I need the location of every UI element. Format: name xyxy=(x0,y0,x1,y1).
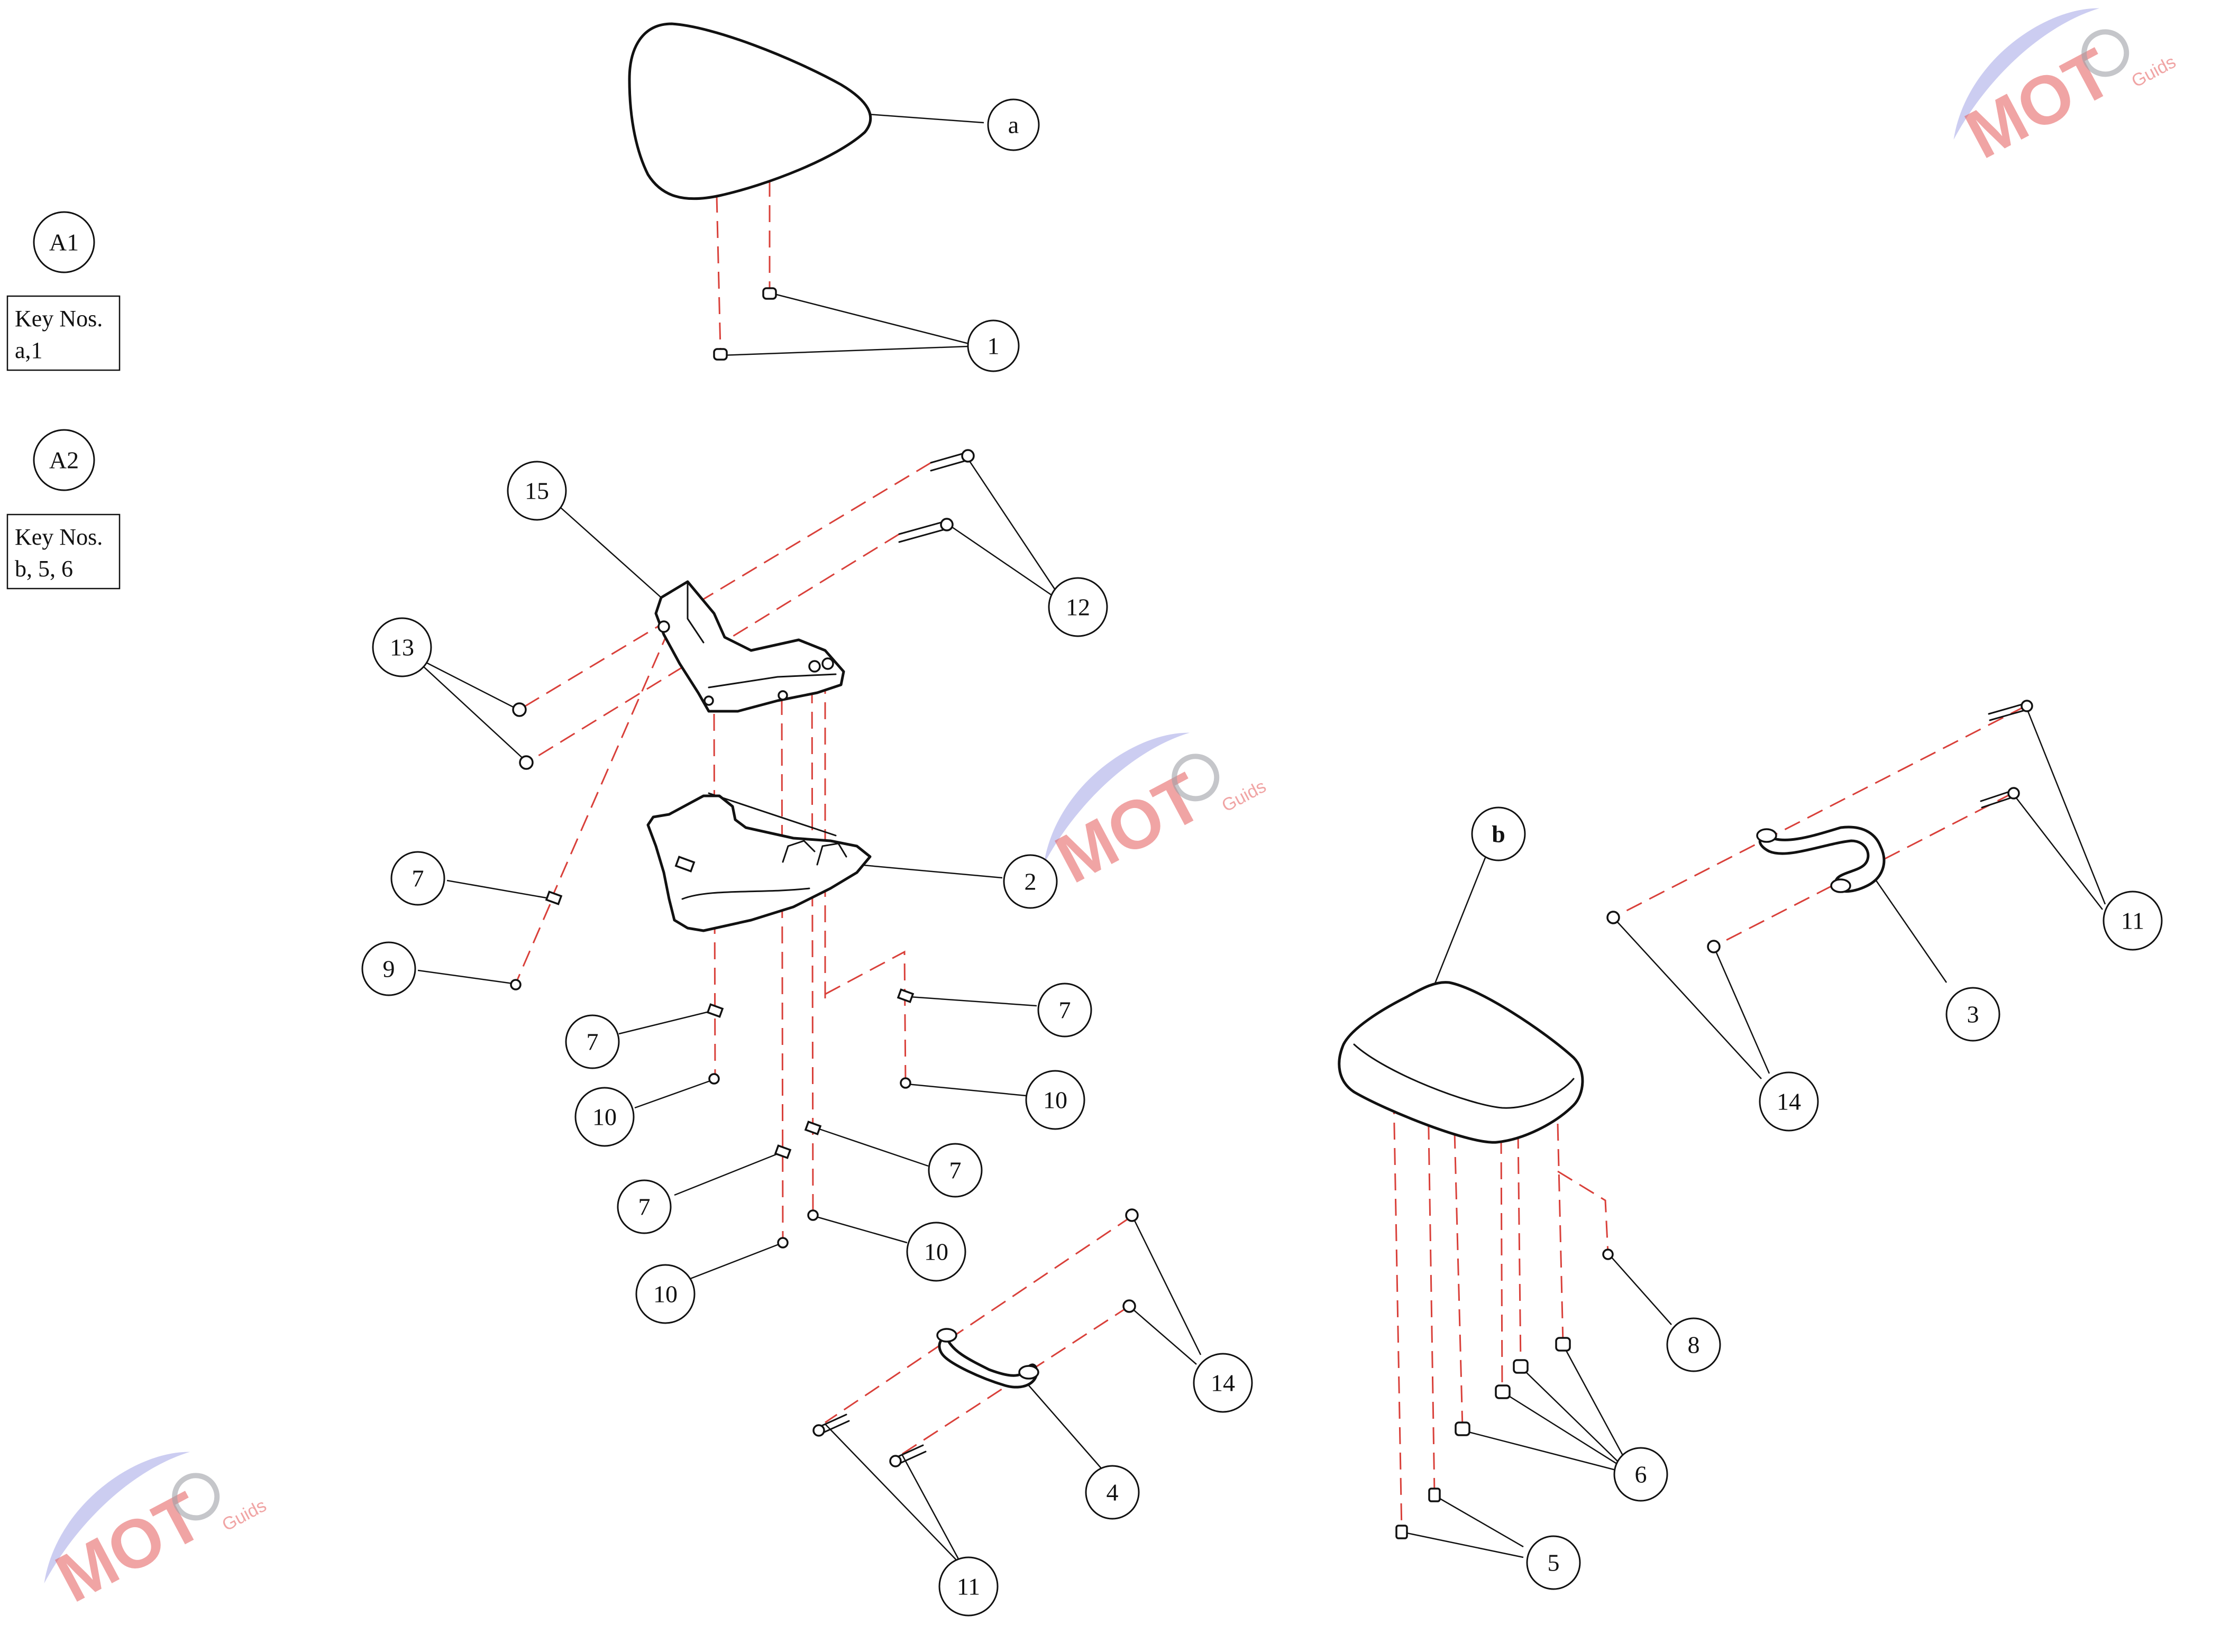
callout-8-label: 8 xyxy=(1688,1332,1700,1359)
callout-6: 6 xyxy=(1613,1447,1668,1502)
callout-10-lower-right: 10 xyxy=(906,1222,966,1282)
callout-14-label: 14 xyxy=(1777,1088,1801,1115)
callout-1: 1 xyxy=(967,319,1020,372)
callout-7-mid-left: 7 xyxy=(565,1014,620,1069)
callout-3: 3 xyxy=(1945,987,2000,1042)
callout-14-label: 14 xyxy=(1211,1370,1235,1397)
gear-icon xyxy=(172,1473,220,1521)
callout-9-label: 9 xyxy=(383,956,395,983)
callout-10-label: 10 xyxy=(1043,1087,1067,1114)
watermark-sub: Guids xyxy=(2128,52,2179,91)
gear-icon xyxy=(1172,754,1220,802)
callout-5-label: 5 xyxy=(1548,1549,1560,1576)
callout-13: 13 xyxy=(372,617,432,677)
callout-10-label: 10 xyxy=(592,1104,617,1131)
watermark-sub: Guids xyxy=(1219,776,1269,816)
grab-bar-small xyxy=(936,1328,1039,1389)
callout-7-lower-right: 7 xyxy=(928,1143,983,1198)
callout-7-label: 7 xyxy=(587,1029,599,1056)
assembly-a1-label: A1 xyxy=(49,229,79,256)
callout-12: 12 xyxy=(1048,577,1108,637)
assembly-a1-legend: A1 Key Nos. a,1 xyxy=(6,211,121,371)
seat-b-cushion xyxy=(1338,981,1584,1144)
callout-10-label: 10 xyxy=(924,1238,948,1265)
assembly-a2-key-values: b, 5, 6 xyxy=(15,556,73,582)
callout-7-label: 7 xyxy=(412,865,424,892)
callout-13-label: 13 xyxy=(390,634,414,661)
callout-2: 2 xyxy=(1003,854,1058,909)
callout-7-label: 7 xyxy=(638,1194,651,1220)
callout-11-upper: 11 xyxy=(2103,891,2163,951)
watermark-bottom-left: MOT Guids xyxy=(44,1452,270,1617)
gear-icon xyxy=(2081,29,2129,77)
callout-5: 5 xyxy=(1526,1535,1581,1590)
callout-7-label: 7 xyxy=(1059,997,1071,1024)
callout-4-label: 4 xyxy=(1107,1479,1119,1506)
callout-11-label: 11 xyxy=(2121,907,2144,934)
frame-bracket xyxy=(654,580,845,713)
callout-11-label: 11 xyxy=(957,1573,980,1600)
callout-15: 15 xyxy=(507,461,567,521)
assembly-a2-key-label: Key Nos. xyxy=(15,524,103,550)
assembly-a2-legend: A2 Key Nos. b, 5, 6 xyxy=(6,429,121,590)
seat-a-cushion xyxy=(628,22,872,200)
watermark-brand: MOT xyxy=(44,1477,215,1617)
callout-9: 9 xyxy=(361,941,416,996)
callout-a: a xyxy=(987,98,1040,151)
leader-lines xyxy=(417,113,2106,1562)
callout-b-label: b xyxy=(1492,821,1505,848)
callout-2-label: 2 xyxy=(1025,868,1037,895)
callout-1-label: 1 xyxy=(988,333,1000,360)
assembly-a2-label: A2 xyxy=(49,447,79,474)
callout-11-lower: 11 xyxy=(938,1556,999,1617)
watermark-brand: MOT xyxy=(1953,33,2125,173)
callout-8: 8 xyxy=(1666,1317,1721,1372)
assembly-a1-key-label: Key Nos. xyxy=(15,306,103,332)
mounting-plate xyxy=(646,792,872,932)
callout-14-lower: 14 xyxy=(1193,1353,1253,1413)
callout-7-left: 7 xyxy=(390,851,445,906)
callout-a-label: a xyxy=(1008,112,1019,139)
watermark-top-right: MOT Guids xyxy=(1953,8,2179,173)
assembly-a1-key-values: a,1 xyxy=(15,337,43,363)
callout-4: 4 xyxy=(1085,1465,1140,1520)
callout-15-label: 15 xyxy=(525,478,549,504)
grab-bar-large xyxy=(1756,825,1886,893)
watermark-sub: Guids xyxy=(219,1495,270,1535)
callout-10-right: 10 xyxy=(1025,1070,1085,1130)
callout-12-label: 12 xyxy=(1066,594,1090,621)
callout-6-label: 6 xyxy=(1635,1461,1647,1488)
callout-7-label: 7 xyxy=(949,1157,962,1184)
callout-3-label: 3 xyxy=(1967,1001,1979,1028)
callout-14-upper: 14 xyxy=(1759,1071,1819,1132)
callout-7-mid-right: 7 xyxy=(1037,983,1092,1038)
hardware-items xyxy=(510,287,2033,1539)
callout-b: b xyxy=(1471,806,1526,861)
callout-10-lower-left: 10 xyxy=(635,1264,696,1324)
watermark-brand: MOT xyxy=(1044,758,1215,898)
callout-10-label: 10 xyxy=(653,1281,678,1308)
callout-10-left: 10 xyxy=(574,1087,635,1147)
callout-7-lower-left: 7 xyxy=(617,1179,672,1234)
